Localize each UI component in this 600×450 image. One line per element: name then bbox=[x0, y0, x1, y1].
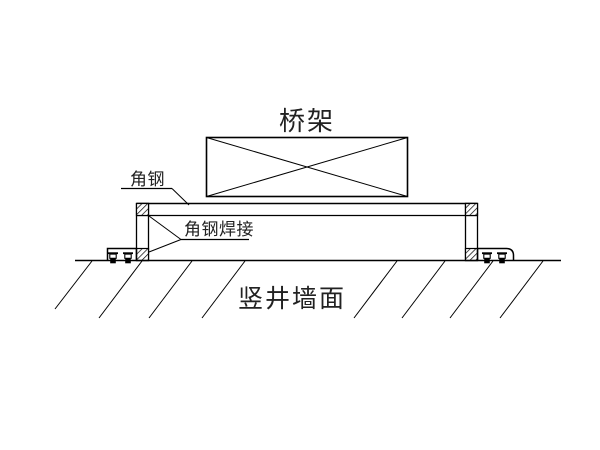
anchor-bolt-icon bbox=[497, 252, 507, 264]
bridge-tray-diagonal bbox=[206, 137, 408, 197]
bridge-tray-box bbox=[205, 136, 409, 198]
weld-pad-hatch-icon bbox=[464, 202, 479, 217]
weld-pad-hatch-icon bbox=[135, 202, 150, 217]
anchor-bolt-icon bbox=[123, 252, 133, 264]
shaft-wall-label: 竖井墙面 bbox=[238, 285, 346, 313]
callout-leader-line bbox=[148, 239, 182, 253]
weld-pad-hatch-icon bbox=[464, 247, 479, 262]
hatch-stroke bbox=[449, 260, 494, 319]
callout-leader-line bbox=[171, 188, 190, 206]
bridge-tray-label: 桥架 bbox=[279, 106, 335, 136]
hatch-stroke bbox=[499, 260, 544, 319]
hatch-stroke bbox=[54, 260, 93, 310]
anchor-bolt-icon bbox=[108, 252, 118, 264]
hatch-stroke bbox=[353, 260, 398, 319]
weld-label: 角钢焊接 bbox=[184, 220, 254, 239]
callout-leader-line bbox=[148, 215, 182, 240]
weld-pad-hatch-icon bbox=[135, 247, 150, 262]
anchor-bolt-icon bbox=[482, 252, 492, 264]
hatch-stroke bbox=[401, 260, 446, 319]
right-plate-outline bbox=[476, 247, 515, 261]
angle-steel-callout: 角钢 bbox=[121, 170, 190, 206]
left-plate-outline bbox=[106, 247, 138, 261]
hatch-stroke bbox=[148, 260, 193, 319]
wall-hatching bbox=[54, 260, 544, 319]
hatch-stroke bbox=[98, 260, 143, 319]
angle-steel-label: 角钢 bbox=[130, 170, 165, 189]
hatch-stroke bbox=[201, 260, 246, 319]
weld-callout: 角钢焊接 bbox=[148, 215, 254, 253]
bridge-tray-outline bbox=[205, 136, 409, 198]
